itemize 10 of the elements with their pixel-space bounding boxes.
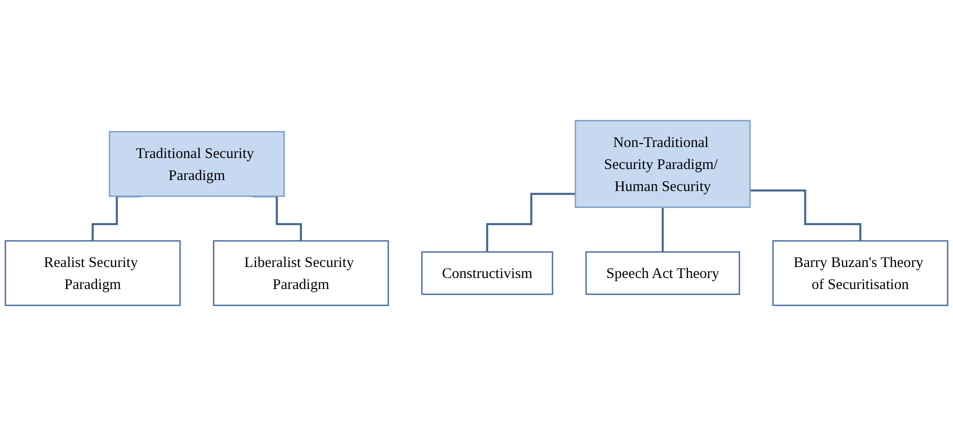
node-box: Barry Buzan's Theory of Securitisation [772, 240, 948, 306]
node-box: Traditional Security Paradigm [108, 131, 285, 197]
node-box: Speech Act Theory [585, 251, 740, 295]
connector [486, 192, 576, 253]
node-box: Non-Traditional Security Paradigm/ Human Security [574, 120, 751, 208]
node-box: Liberalist Security Paradigm [212, 240, 389, 306]
connector [750, 190, 862, 242]
node-box: Constructivism [421, 251, 554, 295]
connector [662, 206, 664, 253]
node-box: Realist Security Paradigm [4, 240, 181, 306]
